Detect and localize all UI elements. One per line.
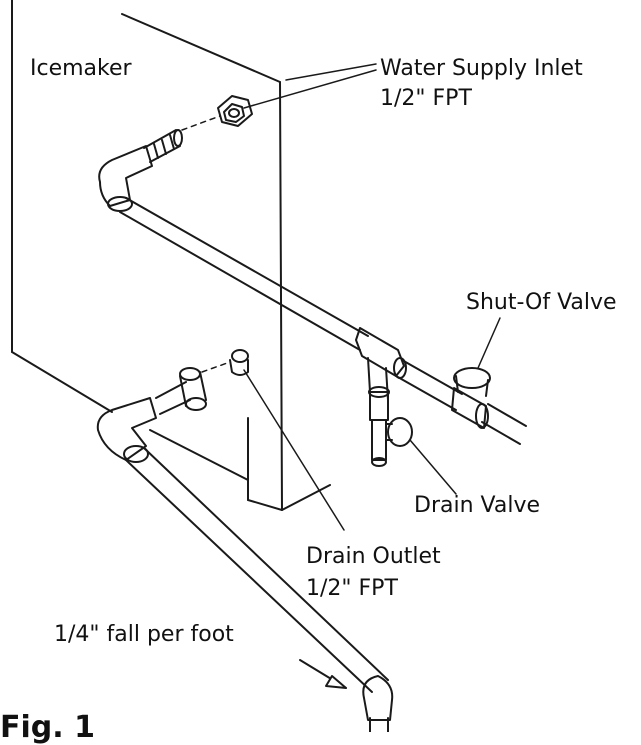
- leader-water-supply: [243, 69, 377, 109]
- fall-arrow: [299, 659, 347, 689]
- tube-beyond-valve: [481, 403, 527, 445]
- shut-off-valve-label: Shut-Of Valve: [466, 290, 617, 315]
- leader-shutoff: [477, 317, 501, 369]
- barbed-adapter: [143, 129, 183, 163]
- shut-off-valve: [451, 367, 491, 429]
- water-supply-inlet-label: Water Supply Inlet: [380, 56, 583, 81]
- drain-elbow: [96, 381, 191, 463]
- drain-valve-label: Drain Valve: [414, 493, 541, 518]
- inlet-connection-dashes: [181, 115, 221, 131]
- bottom-elbow: [362, 675, 394, 732]
- water-supply-size-label: 1/2" FPT: [380, 86, 472, 111]
- supply-tube: [119, 197, 369, 351]
- drain-adapter: [179, 367, 207, 411]
- tee-fitting: [355, 327, 407, 401]
- leader-drain-valve: [409, 439, 457, 495]
- drain-outlet-size-label: 1/2" FPT: [306, 576, 398, 601]
- leader-water-supply-2: [285, 63, 377, 81]
- icemaker-label: Icemaker: [30, 56, 132, 81]
- icemaker-cabinet: [11, 0, 331, 511]
- upper-elbow: [98, 145, 153, 212]
- water-supply-inlet-fitting: [217, 95, 253, 127]
- leader-drain-outlet: [243, 369, 345, 531]
- figure-caption: Fig. 1: [0, 710, 95, 745]
- drain-connection-dashes: [201, 361, 231, 373]
- drain-outlet-cap: [229, 349, 249, 376]
- drain-tube: [125, 447, 389, 693]
- drain-outlet-label: Drain Outlet: [306, 544, 441, 569]
- tube-to-shutoff: [395, 359, 463, 411]
- fall-label: 1/4" fall per foot: [54, 622, 234, 647]
- drain-valve: [368, 386, 413, 467]
